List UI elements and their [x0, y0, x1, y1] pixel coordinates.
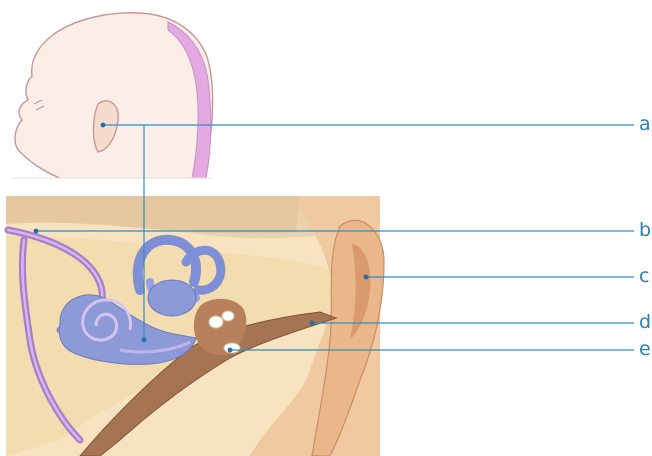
malleus	[209, 316, 223, 328]
label-d: d	[639, 312, 651, 332]
stapes	[224, 343, 240, 353]
label-b: b	[639, 220, 651, 240]
label-e: e	[639, 339, 651, 359]
cross-section	[6, 196, 384, 456]
dot-b	[34, 229, 39, 234]
label-c: c	[639, 266, 649, 286]
dot-a-end	[142, 338, 147, 343]
vestibule	[148, 280, 196, 316]
label-a: a	[639, 114, 651, 134]
incus	[222, 311, 234, 321]
dot-d	[310, 321, 315, 326]
dot-a	[101, 123, 106, 128]
head-outline	[12, 13, 213, 178]
dot-c	[364, 275, 369, 280]
dot-e	[228, 348, 233, 353]
ossicles	[194, 299, 246, 355]
